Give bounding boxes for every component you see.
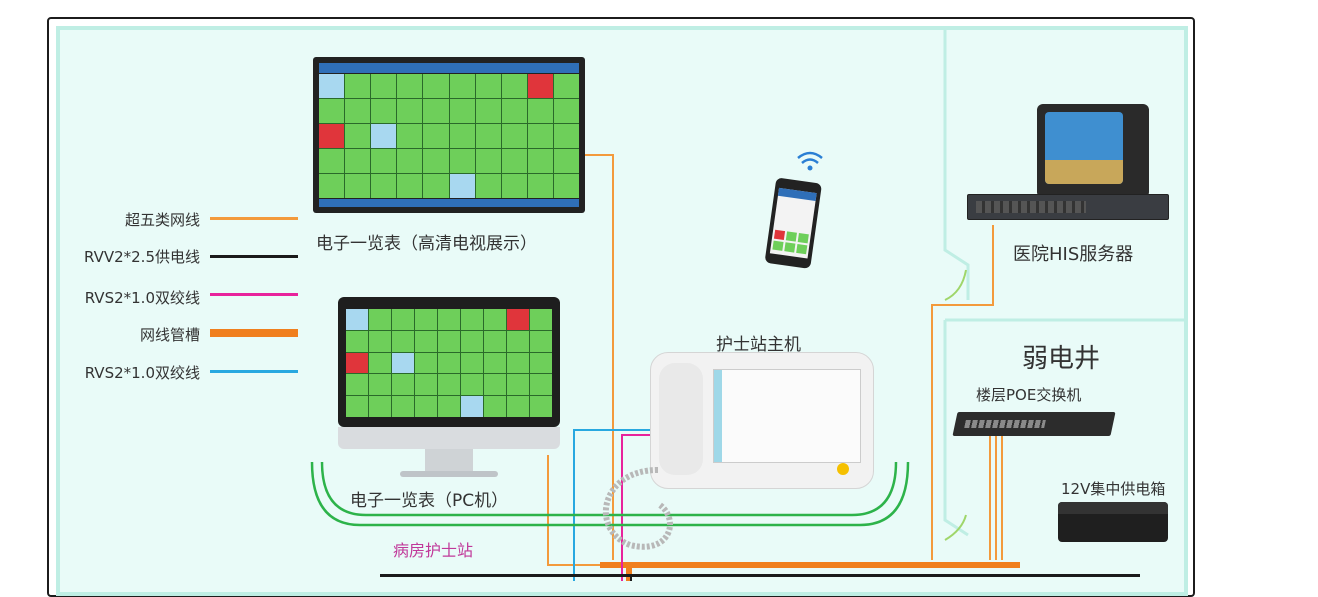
pc-monitor [338,297,560,427]
nurse-host-device [650,352,874,489]
legend-line-cat5 [210,217,298,220]
legend-line-rvs-pink [210,293,298,296]
phone-layer [765,151,823,269]
pc-screen-grid [346,309,552,417]
tv-status-bar [319,199,579,207]
nurse-host-call-button [837,463,849,475]
legend-label-conduit: 网线管槽 [139,326,200,344]
weak-well-label: 弱电井 [1022,344,1101,374]
wifi-icon [797,151,823,171]
tv-display-label: 电子一览表（高清电视展示） [316,234,537,254]
tv-screen-grid [319,74,579,198]
legend-line-rvs-blue [210,370,298,373]
nurse-host-label: 护士站主机 [716,335,801,355]
legend-label-rvs-blue: RVS2*1.0双绞线 [84,364,200,382]
legend-label-rvs-pink: RVS2*1.0双绞线 [84,289,200,307]
pc-monitor-base [400,471,498,477]
poe-switch-device [952,412,1116,436]
poe-switch-label: 楼层POE交换机 [976,386,1082,404]
tv-title-bar [319,63,579,73]
his-crt-screen [1045,112,1123,184]
wiring-overlay [310,30,1185,581]
nurse-host-handset [659,363,703,475]
his-server-label: 医院HIS服务器 [1013,244,1134,265]
pc-monitor-chin [338,427,560,449]
pc-display-label: 电子一览表（PC机） [350,491,509,511]
legend-label-cat5: 超五类网线 [124,211,200,229]
legend-line-rvv [210,255,298,258]
handset-cord-layer [602,467,673,550]
his-server-rack [967,194,1169,220]
pc-monitor-stand [425,449,473,471]
power-box-label: 12V集中供电箱 [1061,480,1166,498]
smartphone-icon [765,178,822,269]
tv-monitor [313,57,585,213]
nurse-host-screen [713,369,861,463]
legend-line-conduit [210,329,298,337]
power-box-device [1058,502,1168,542]
nurse-station-label: 病房护士站 [393,541,474,560]
legend-label-rvv: RVV2*2.5供电线 [83,248,200,266]
his-crt-monitor [1037,104,1149,198]
